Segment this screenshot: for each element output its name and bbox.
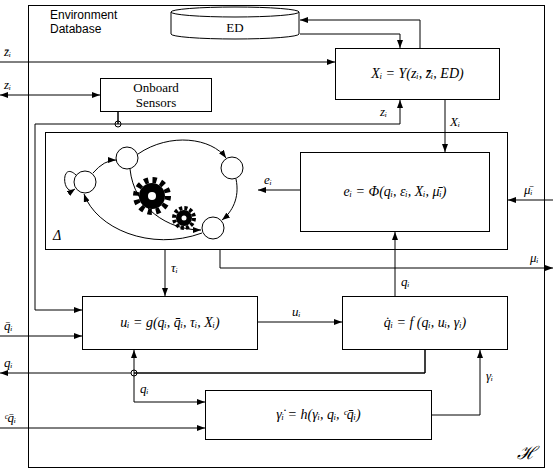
module-label: Δ (53, 228, 61, 244)
process-box: γ̇ᵢ = h(γᵢ, qᵢ, ᶜq̄ᵢ) (205, 390, 432, 440)
process-box: Xᵢ = Υ(zᵢ, z̄ᵢ, ED) (335, 48, 500, 100)
node-text: ED (226, 20, 243, 36)
process-box: q̇ᵢ = f (qᵢ, uᵢ, γᵢ) (342, 296, 508, 350)
process-box: eᵢ = Φ(qᵢ, εᵢ, Xᵢ, μ̄ᵢ) (300, 152, 490, 232)
node-text: Xᵢ = Υ(zᵢ, z̄ᵢ, ED) (371, 66, 463, 82)
signal-label: zᵢ (4, 77, 11, 93)
node-text: Environment Database (50, 8, 140, 36)
signal-label: q̄ᵢ (4, 318, 13, 334)
signal-label: ᶜq̄ᵢ (4, 410, 16, 426)
signal-label: qᵢ (4, 355, 13, 371)
sensor-box: Onboard Sensors (100, 78, 212, 112)
node-text: γ̇ᵢ = h(γᵢ, qᵢ, ᶜq̄ᵢ) (276, 407, 360, 423)
system-label: ℋ (517, 440, 536, 464)
node-text: eᵢ = Φ(qᵢ, εᵢ, Xᵢ, μ̄ᵢ) (344, 184, 447, 200)
system-boundary: ℋEnvironment DatabaseEDXᵢ = Υ(zᵢ, z̄ᵢ, E… (28, 5, 545, 468)
process-box: uᵢ = g(qᵢ, q̄ᵢ, τᵢ, Xᵢ) (82, 296, 258, 350)
database-cylinder: Environment DatabaseED (170, 6, 300, 40)
decision-module: Δeᵢ = Φ(qᵢ, εᵢ, Xᵢ, μ̄ᵢ) (45, 132, 508, 250)
signal-label: z̄ᵢ (4, 44, 11, 60)
node-text: Onboard Sensors (124, 80, 188, 110)
node-text: uᵢ = g(qᵢ, q̄ᵢ, τᵢ, Xᵢ) (120, 315, 219, 331)
node-text: q̇ᵢ = f (qᵢ, uᵢ, γᵢ) (384, 315, 467, 331)
